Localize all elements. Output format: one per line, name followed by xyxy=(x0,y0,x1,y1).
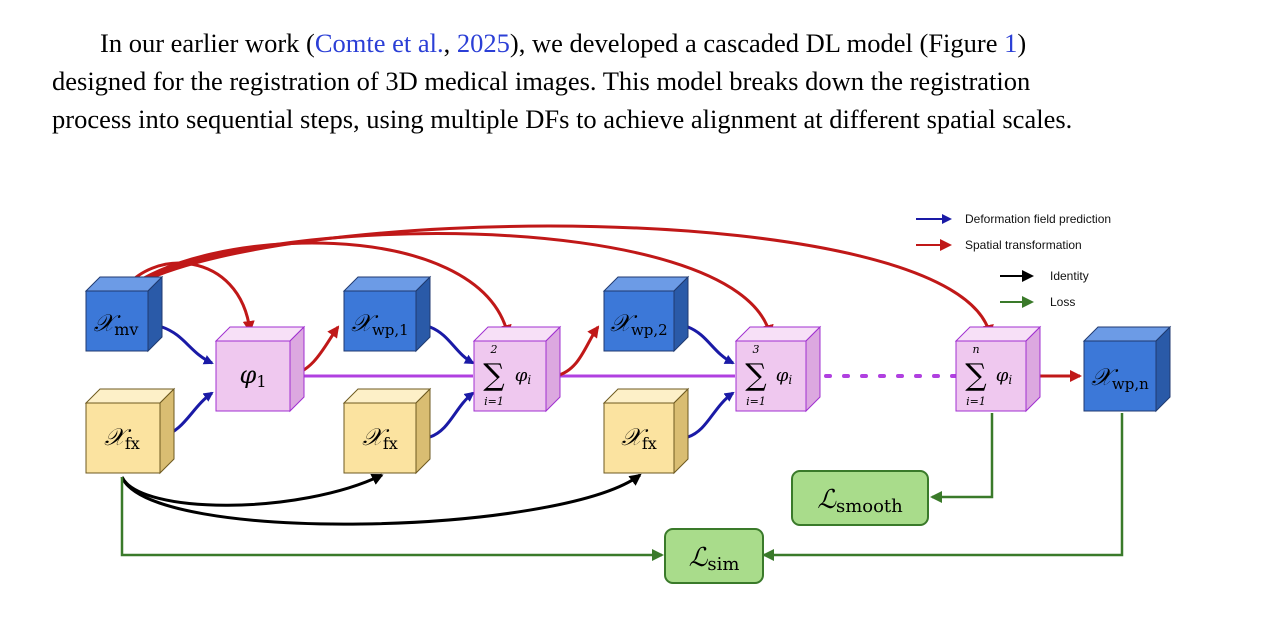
sum-sign: ∑ xyxy=(965,358,987,393)
text-segment: ) xyxy=(1017,28,1027,58)
x-wp2-box: 𝒳wp,2 xyxy=(602,275,690,353)
citation-year-link[interactable]: 2025 xyxy=(456,28,510,58)
x-fx-box: 𝒳fx xyxy=(602,387,690,475)
sum-n-box: n ∑ i=1 φi xyxy=(954,325,1042,413)
legend-label: Deformation field prediction xyxy=(965,212,1111,226)
x-fx-box: 𝒳fx xyxy=(342,387,432,475)
loss-sim-label: ℒsim xyxy=(689,543,740,575)
loss-arrows xyxy=(120,413,1124,561)
sum-body: φi xyxy=(996,365,1013,387)
sum-2-box: 2 ∑ i=1 φi xyxy=(472,325,562,413)
sum-3-box: 3 ∑ i=1 φi xyxy=(734,325,822,413)
loss-smooth-label: ℒsmooth xyxy=(817,485,903,517)
x-wpn-box: 𝒳wp,n xyxy=(1082,325,1172,413)
sum-upper-limit: 3 xyxy=(753,343,760,356)
text-segment: ), we developed a cascaded DL model (Fig… xyxy=(509,28,1005,58)
sum-lower-limit: i=1 xyxy=(966,395,986,408)
legend-label: Spatial transformation xyxy=(965,238,1082,252)
cascade-diagram: Deformation field prediction Spatial tra… xyxy=(84,212,1172,584)
figure-reference-link[interactable]: 1 xyxy=(1004,28,1018,58)
x-wp1-box: 𝒳wp,1 xyxy=(342,275,432,353)
legend-label: Identity xyxy=(1050,269,1089,283)
sum-lower-limit: i=1 xyxy=(746,395,766,408)
citation-author-link[interactable]: Comte et al. xyxy=(314,28,444,58)
sum-lower-limit: i=1 xyxy=(484,395,504,408)
identity-arrows xyxy=(120,473,642,526)
body-paragraph: In our earlier work (Comte et al., 2025)… xyxy=(52,24,1212,138)
sum-upper-limit: n xyxy=(972,343,979,356)
paragraph-line-2: designed for the registration of 3D medi… xyxy=(52,66,1031,96)
loss-smooth-box: ℒsmooth xyxy=(791,470,929,526)
legend: Deformation field prediction Spatial tra… xyxy=(916,212,1111,309)
x-mv-label: 𝒳mv xyxy=(94,309,139,339)
loss-sim-box: ℒsim xyxy=(664,528,764,584)
phi-1-label: φ1 xyxy=(240,361,267,391)
text-segment: In our earlier work ( xyxy=(100,28,315,58)
paragraph-line-1: In our earlier work (Comte et al., 2025)… xyxy=(52,24,1212,62)
sum-body: φi xyxy=(515,365,532,387)
phi-1-box: φ1 xyxy=(214,325,306,413)
sum-sign: ∑ xyxy=(745,358,767,393)
x-mv-box: 𝒳mv xyxy=(84,275,164,353)
text-segment: , xyxy=(443,28,457,58)
legend-label: Loss xyxy=(1050,295,1075,309)
sum-sign: ∑ xyxy=(483,358,505,393)
x-fx-box: 𝒳fx xyxy=(84,387,176,475)
paragraph-line-3: process into sequential steps, using mul… xyxy=(52,104,1073,134)
sum-body: φi xyxy=(776,365,793,387)
sum-upper-limit: 2 xyxy=(490,343,498,356)
